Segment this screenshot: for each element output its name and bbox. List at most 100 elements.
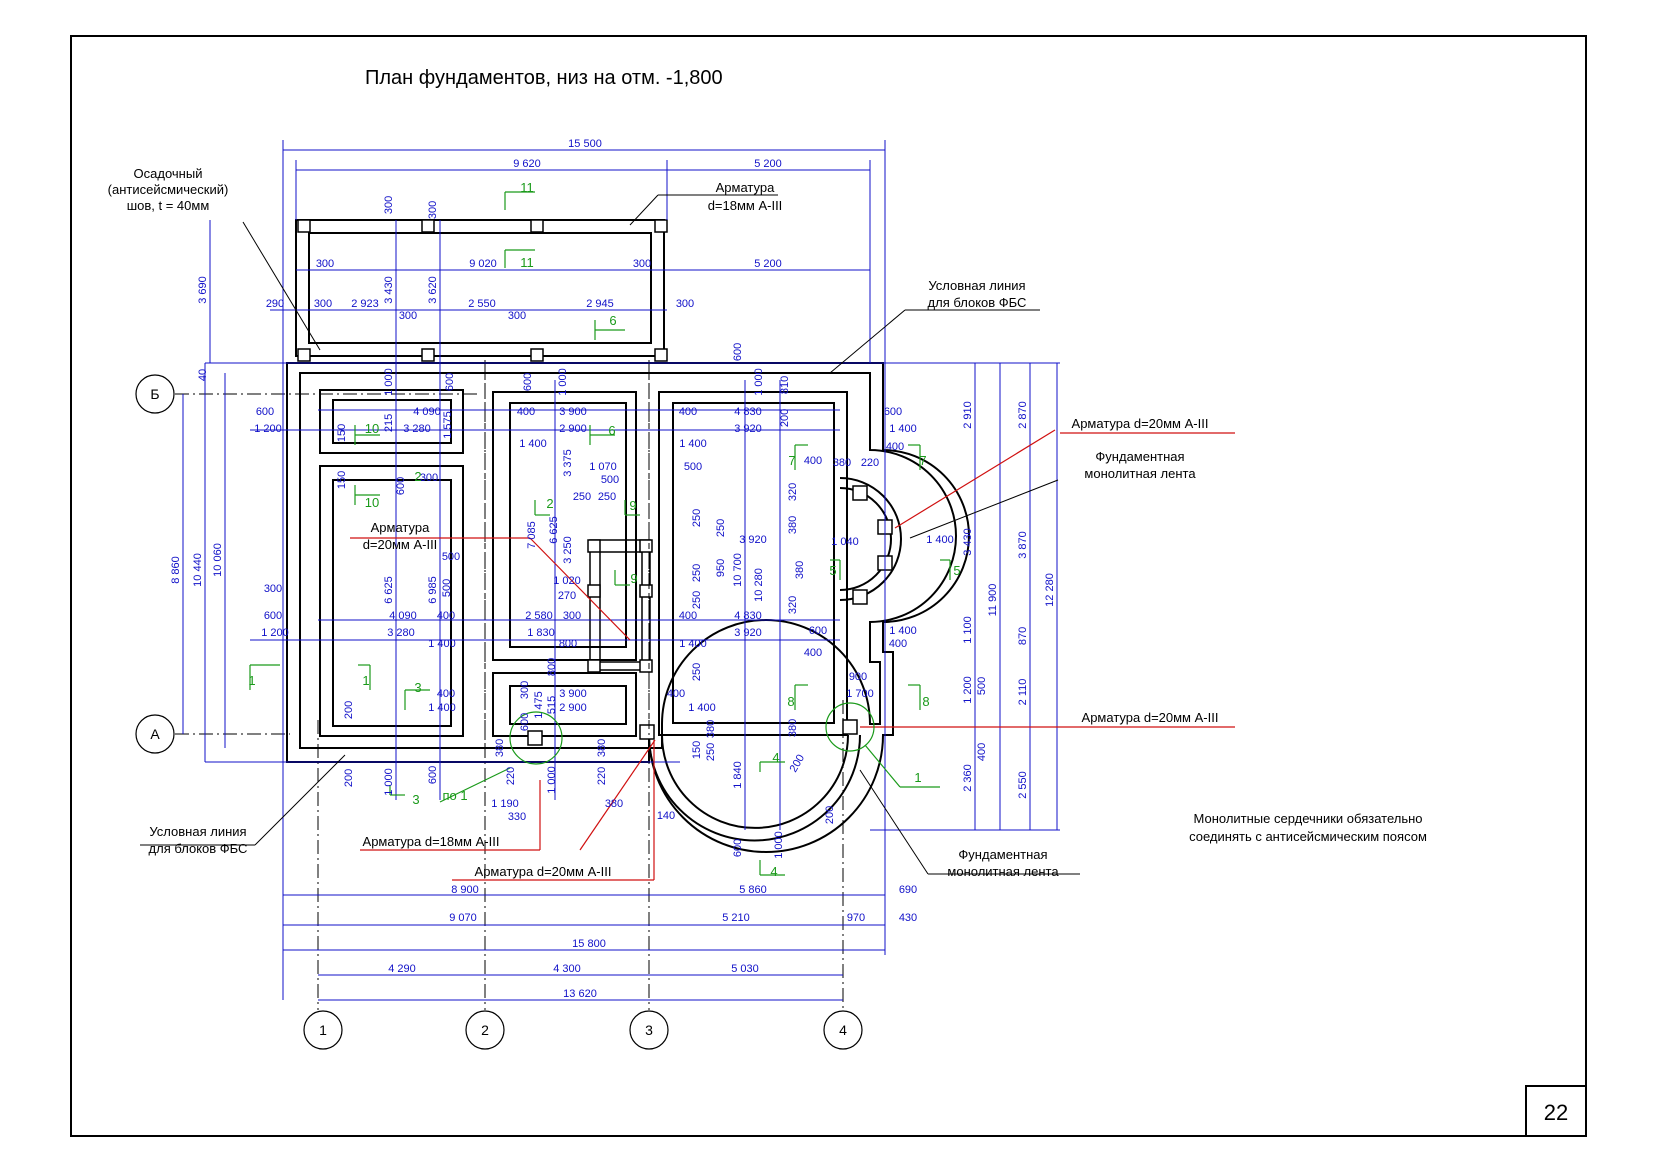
rebar20-left-note-1: Арматура xyxy=(371,520,430,535)
section-marks xyxy=(249,191,951,876)
dim-3690: 3 690 xyxy=(197,276,209,304)
rebar20-left-note-2: d=20мм А-III xyxy=(363,537,438,552)
section-10-bottom: 10 xyxy=(365,495,379,510)
dim-5860: 5 860 xyxy=(739,884,767,896)
dim-320-v2: 320 xyxy=(787,596,799,614)
dim-250-v1: 250 xyxy=(691,509,703,527)
section-6-bottom: 6 xyxy=(608,423,615,438)
dim-250-v5: 250 xyxy=(691,663,703,681)
dim-3920-c: 3 920 xyxy=(734,627,762,639)
dim-380-v3: 380 xyxy=(494,739,506,757)
dim-220-a: 220 xyxy=(861,457,879,469)
dim-500-v1: 500 xyxy=(441,579,453,597)
dim-4090-b: 4 090 xyxy=(389,610,417,622)
dim-200-v4: 200 xyxy=(788,753,808,775)
dim-600-v4: 600 xyxy=(395,477,407,495)
dim-300-f: 300 xyxy=(676,298,694,310)
page-title: План фундаментов, низ на отм. -1,800 xyxy=(365,67,723,89)
dim-380-v5: 380 xyxy=(705,720,717,738)
dim-1000-v2: 1 000 xyxy=(557,368,569,396)
axis-label-3: 3 xyxy=(645,1022,653,1038)
dim-4290: 4 290 xyxy=(388,963,416,975)
dim-300-g: 300 xyxy=(420,472,438,484)
dim-220-v2: 220 xyxy=(596,767,608,785)
dim-3280-b: 3 280 xyxy=(387,627,415,639)
dim-3900-a: 3 900 xyxy=(559,406,587,418)
dim-400-j: 400 xyxy=(667,688,685,700)
rebar18-top-note-2: d=18мм А-III xyxy=(708,198,783,213)
axis-label-b: Б xyxy=(150,386,159,402)
dim-1000-v1: 1 000 xyxy=(383,368,395,396)
dim-1830: 1 830 xyxy=(527,627,555,639)
dim-400-v1: 400 xyxy=(976,743,988,761)
dim-400-g: 400 xyxy=(889,638,907,650)
axis-label-a: А xyxy=(150,726,160,742)
dim-500-c: 500 xyxy=(442,551,460,563)
dim-400-a: 400 xyxy=(517,406,535,418)
dim-380-b: 380 xyxy=(605,798,623,810)
dim-515: 515 xyxy=(546,696,558,714)
dim-1200-b: 1 200 xyxy=(261,627,289,639)
dim-970: 970 xyxy=(847,912,865,924)
dim-3430: 3 430 xyxy=(383,276,395,304)
dim-10440: 10 440 xyxy=(192,553,204,587)
dim-600-v6: 600 xyxy=(519,713,531,731)
dim-380-a: 380 xyxy=(833,457,851,469)
dim-1400-i: 1 400 xyxy=(688,702,716,714)
upper-frame xyxy=(295,219,665,357)
section-po1: по 1 xyxy=(442,788,467,803)
rebar18-top-note-1: Арматура xyxy=(716,180,775,195)
dim-600-v1: 600 xyxy=(444,373,456,391)
dim-150-v3: 150 xyxy=(691,741,703,759)
dim-8900: 8 900 xyxy=(451,884,479,896)
dim-1840: 1 840 xyxy=(732,761,744,789)
section-5-right: 5 xyxy=(953,563,960,578)
dim-2870: 2 870 xyxy=(1017,401,1029,429)
dim-300-b: 300 xyxy=(633,258,651,270)
dim-5210: 5 210 xyxy=(722,912,750,924)
dim-300-c: 300 xyxy=(314,298,332,310)
dim-400-c: 400 xyxy=(886,441,904,453)
dim-2900-a: 2 900 xyxy=(559,423,587,435)
dim-2923: 2 923 xyxy=(351,298,379,310)
dim-330: 330 xyxy=(508,811,526,823)
dim-300-e: 300 xyxy=(508,310,526,322)
rebar-leaders xyxy=(350,429,1235,881)
dim-13620: 13 620 xyxy=(563,988,597,1000)
note-leaders xyxy=(140,194,1080,875)
dim-3620: 3 620 xyxy=(427,276,439,304)
central-frame xyxy=(589,539,651,671)
dim-1190: 1 190 xyxy=(491,798,519,810)
dim-3920-b: 3 920 xyxy=(739,534,767,546)
dim-9620: 9 620 xyxy=(513,158,541,170)
section-labels: 11 11 6 6 10 10 2 2 9 9 7 7 5 5 1 1 3 3 … xyxy=(248,180,960,879)
dim-1575: 1 575 xyxy=(442,411,454,439)
section-7-left: 7 xyxy=(788,453,795,468)
dim-1000-v3: 1 000 xyxy=(753,368,765,396)
fbs-line-bottom-note-1: Условная линия xyxy=(149,824,246,839)
dim-15800: 15 800 xyxy=(572,938,606,950)
dim-250-v3: 250 xyxy=(691,564,703,582)
dim-10060: 10 060 xyxy=(212,543,224,577)
dim-2550: 2 550 xyxy=(468,298,496,310)
axis-bubbles xyxy=(135,374,863,1050)
dim-11900: 11 900 xyxy=(987,584,999,617)
dim-3250: 3 250 xyxy=(562,536,574,564)
fbs-line-bottom-note-2: для блоков ФБС xyxy=(149,841,248,856)
axis-label-4: 4 xyxy=(839,1022,847,1038)
dim-6625-b: 6 625 xyxy=(383,576,395,604)
dim-1400-f: 1 400 xyxy=(679,638,707,650)
dim-800-v: 800 xyxy=(546,658,558,676)
dim-250-b: 250 xyxy=(598,491,616,503)
dim-1070: 1 070 xyxy=(589,461,617,473)
dim-300-v3: 300 xyxy=(519,681,531,699)
dim-2900-b: 2 900 xyxy=(559,702,587,714)
dim-8860: 8 860 xyxy=(170,556,182,584)
section-4-top: 4 xyxy=(772,750,779,765)
fbs-line-top-note-1: Условная линия xyxy=(928,278,1025,293)
dim-400-e: 400 xyxy=(437,610,455,622)
dim-4300: 4 300 xyxy=(553,963,581,975)
dim-2110: 2 110 xyxy=(1017,679,1029,706)
dim-40: 40 xyxy=(197,369,209,381)
